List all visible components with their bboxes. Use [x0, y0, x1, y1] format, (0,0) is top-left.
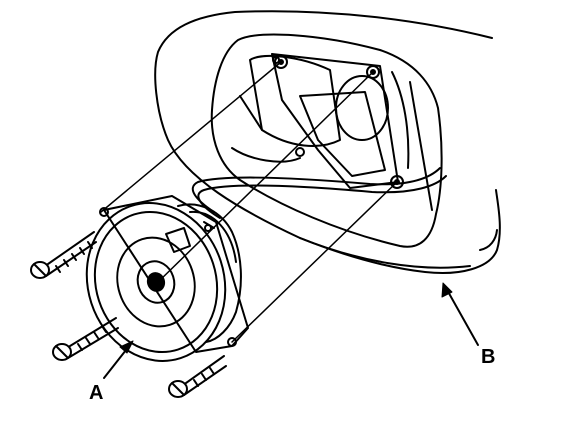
leader-arrow-a [103, 340, 134, 379]
screw-middle [52, 317, 119, 361]
speaker [85, 195, 249, 362]
callout-label-a: A [89, 382, 104, 404]
screw-upper [30, 231, 97, 279]
leader-arrow-b [441, 282, 479, 346]
door-panel [154, 10, 501, 274]
callout-label-b: B [481, 346, 496, 368]
harness-wire [191, 167, 447, 219]
screw-lower [168, 355, 227, 398]
alignment-lines [100, 61, 398, 343]
